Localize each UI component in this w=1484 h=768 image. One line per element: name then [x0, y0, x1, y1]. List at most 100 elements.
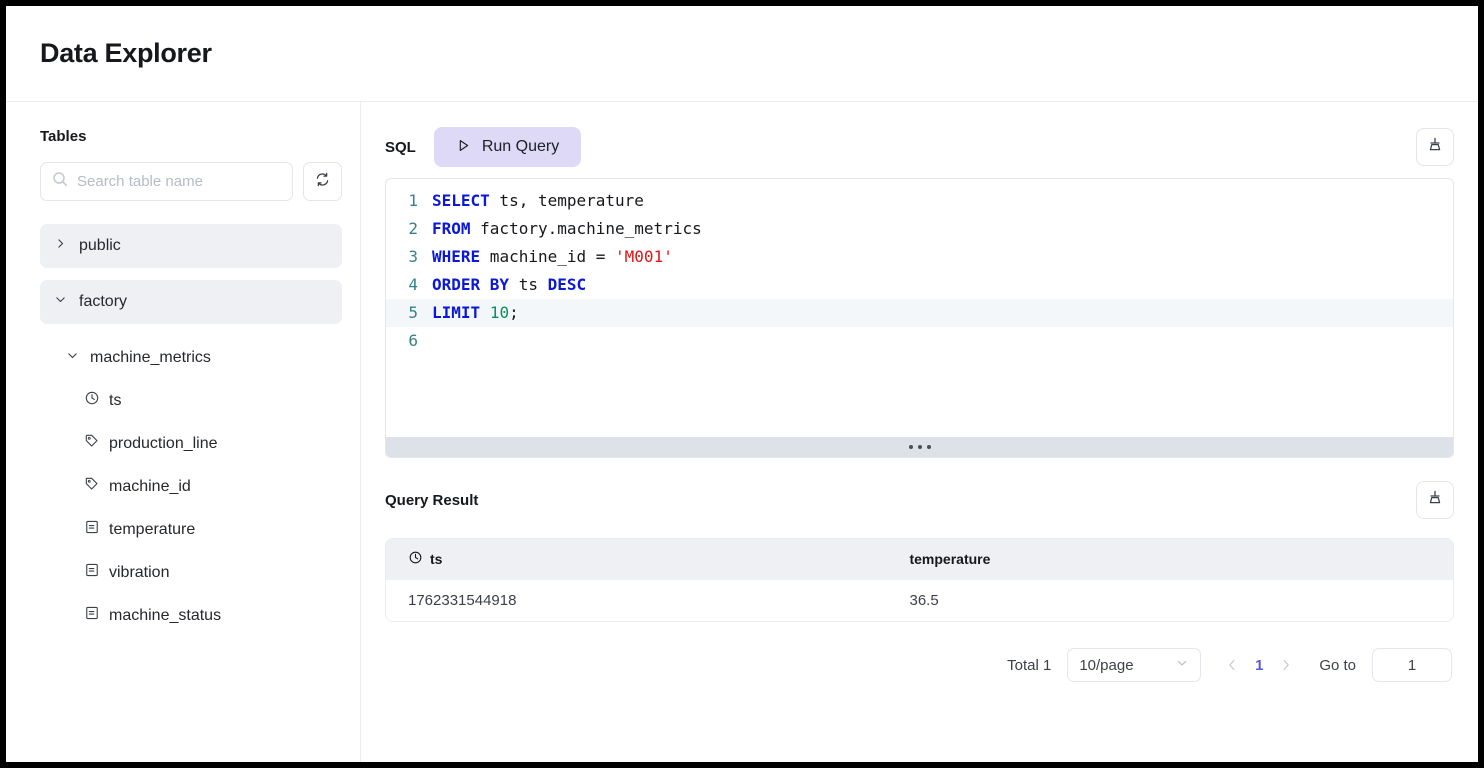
- page-size-select[interactable]: 10/page: [1067, 648, 1202, 682]
- chevron-down-icon: [54, 293, 67, 311]
- sql-token: LIMIT: [432, 303, 481, 322]
- code-text: FROM factory.machine_metrics: [432, 215, 702, 243]
- export-icon: [1426, 136, 1444, 159]
- line-number: 4: [408, 275, 418, 294]
- field-icon: [84, 519, 100, 540]
- sidebar-item-factory[interactable]: factory: [40, 280, 342, 324]
- code-line[interactable]: 2 FROM factory.machine_metrics: [386, 215, 1453, 243]
- code-line[interactable]: 4 ORDER BY ts DESC: [386, 271, 1453, 299]
- sidebar-column-label: vibration: [109, 563, 170, 581]
- sidebar-column-machine-id[interactable]: machine_id: [40, 465, 342, 508]
- sidebar-column-label: production_line: [109, 434, 218, 452]
- refresh-icon: [314, 171, 331, 193]
- run-query-label: Run Query: [481, 138, 560, 155]
- sidebar-title: Tables: [40, 128, 87, 145]
- sidebar-column-label: machine_id: [109, 477, 191, 495]
- editor-resize-handle[interactable]: [386, 437, 1453, 457]
- result-table-head: ts temperature: [386, 539, 1453, 579]
- sql-token: WHERE: [432, 247, 481, 266]
- tables-sidebar: Tables: [6, 102, 361, 762]
- column-header-label: ts: [430, 550, 443, 567]
- total-count-label: Total 1: [1007, 656, 1052, 674]
- sql-token: 10: [489, 303, 510, 322]
- sql-token: ts: [509, 275, 548, 294]
- schema-tree: public factory m: [40, 224, 342, 637]
- line-number: 1: [408, 191, 418, 210]
- code-line[interactable]: 1 SELECT ts, temperature: [386, 187, 1453, 215]
- cell-temperature: 36.5: [887, 578, 1453, 621]
- sidebar-item-label: public: [79, 237, 121, 254]
- code-line[interactable]: 6: [386, 327, 1453, 355]
- refresh-button[interactable]: [303, 162, 342, 201]
- sql-token: ;: [509, 303, 519, 322]
- line-number: 2: [408, 219, 418, 238]
- sql-token: [480, 303, 490, 322]
- chevron-right-icon: [54, 237, 67, 255]
- export-sql-button[interactable]: [1416, 128, 1454, 166]
- result-table: ts temperature 176233154: [386, 539, 1453, 621]
- column-header-ts[interactable]: ts: [386, 539, 888, 579]
- sidebar-item-machine-metrics[interactable]: machine_metrics: [40, 336, 342, 379]
- search-table-box[interactable]: [40, 162, 293, 201]
- cell-ts: 1762331544918: [386, 578, 888, 621]
- search-input[interactable]: [77, 173, 281, 190]
- goto-label: Go to: [1319, 656, 1356, 674]
- code-text: ORDER BY ts DESC: [432, 271, 586, 299]
- table-row[interactable]: 1762331544918 36.5: [386, 578, 1453, 621]
- sql-token: machine_id =: [480, 247, 616, 266]
- code-line-active[interactable]: 5 LIMIT 10;: [386, 299, 1453, 327]
- sidebar-column-vibration[interactable]: vibration: [40, 551, 342, 594]
- sql-token: factory.machine_metrics: [470, 219, 702, 238]
- sql-editor-area[interactable]: 1 SELECT ts, temperature 2 FROM factory.…: [386, 179, 1453, 437]
- main-panel: SQL Run Query: [361, 102, 1478, 762]
- sql-editor[interactable]: 1 SELECT ts, temperature 2 FROM factory.…: [385, 178, 1454, 458]
- pagination: Total 1 10/page 1: [385, 648, 1454, 682]
- line-number: 6: [408, 331, 418, 350]
- result-toolbar: Query Result: [385, 470, 1454, 530]
- sql-toolbar: SQL Run Query: [385, 124, 1454, 170]
- export-result-button[interactable]: [1416, 481, 1454, 519]
- sidebar-column-ts[interactable]: ts: [40, 379, 342, 422]
- clock-icon: [408, 550, 423, 568]
- prev-page-button[interactable]: [1225, 658, 1239, 672]
- query-result-label: Query Result: [385, 491, 479, 509]
- sidebar-column-label: machine_status: [109, 606, 222, 624]
- sidebar-column-label: temperature: [109, 520, 196, 538]
- field-icon: [84, 562, 100, 583]
- line-number: 3: [408, 247, 418, 266]
- handle-dot: [926, 445, 931, 449]
- page-size-label: 10/page: [1079, 656, 1134, 674]
- goto-page-input[interactable]: [1372, 648, 1452, 682]
- sidebar-column-machine-status[interactable]: machine_status: [40, 594, 342, 637]
- handle-dot: [908, 445, 913, 449]
- field-icon: [84, 605, 100, 626]
- sidebar-column-production-line[interactable]: production_line: [40, 422, 342, 465]
- page-title: Data Explorer: [40, 38, 212, 68]
- sidebar-item-label: machine_metrics: [90, 348, 211, 366]
- sql-token: SELECT: [432, 191, 490, 210]
- search-icon: [52, 171, 68, 192]
- page-number-1[interactable]: 1: [1255, 656, 1264, 674]
- play-icon: [456, 138, 471, 156]
- sql-token: FROM: [432, 219, 471, 238]
- sidebar-column-temperature[interactable]: temperature: [40, 508, 342, 551]
- result-table-body: 1762331544918 36.5: [386, 578, 1453, 621]
- code-text: LIMIT 10;: [432, 299, 519, 327]
- line-number: 5: [408, 303, 418, 322]
- code-line[interactable]: 3 WHERE machine_id = 'M001': [386, 243, 1453, 271]
- tag-icon: [84, 476, 100, 497]
- data-explorer-app: Data Explorer Tables: [6, 6, 1478, 762]
- code-text: SELECT ts, temperature: [432, 187, 644, 215]
- table-header-row: ts temperature: [386, 539, 1453, 579]
- column-header-label: temperature: [909, 550, 991, 567]
- app-header: Data Explorer: [6, 6, 1478, 102]
- sidebar-column-label: ts: [109, 391, 122, 409]
- run-query-button[interactable]: Run Query: [433, 127, 582, 167]
- next-page-button[interactable]: [1279, 658, 1293, 672]
- tag-icon: [84, 433, 100, 454]
- column-header-temperature[interactable]: temperature: [887, 539, 1453, 579]
- sidebar-item-public[interactable]: public: [40, 224, 342, 268]
- page-arrows: 1: [1225, 657, 1293, 674]
- code-text: WHERE machine_id = 'M001': [432, 243, 673, 271]
- result-table-card: ts temperature 176233154: [385, 538, 1454, 622]
